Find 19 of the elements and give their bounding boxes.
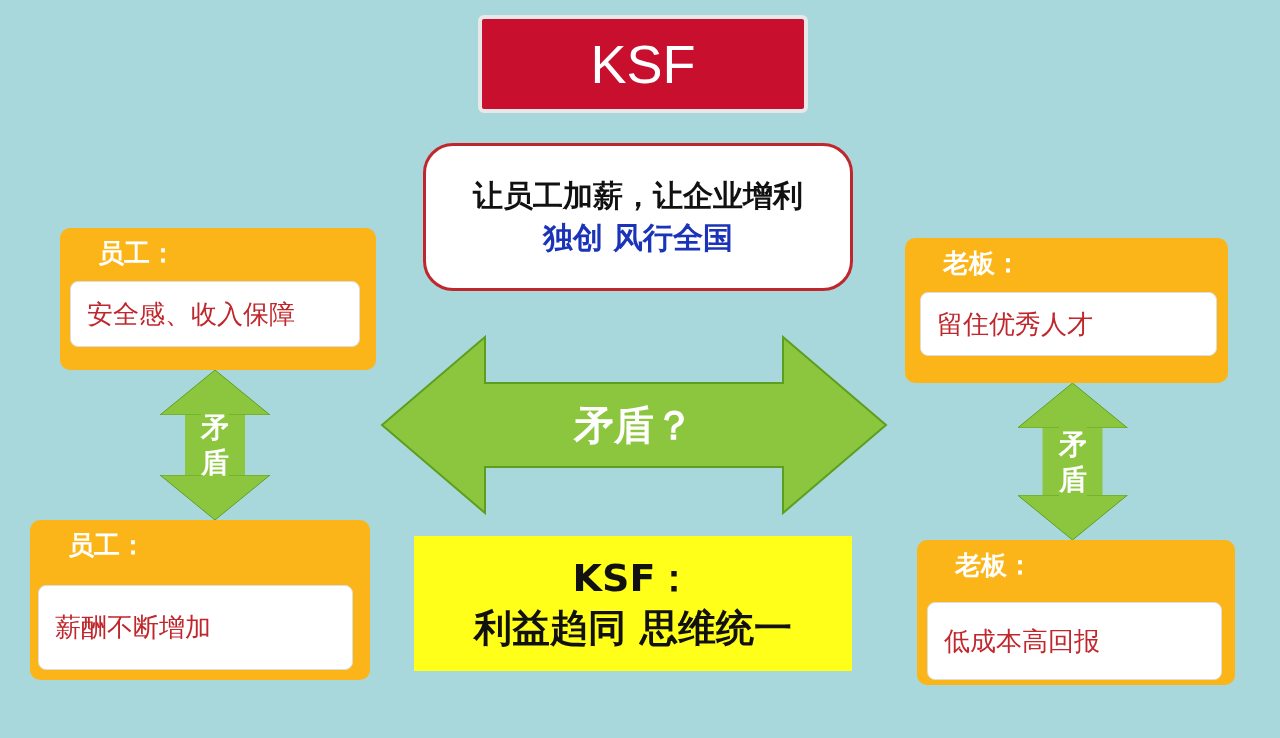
card-heading: 员工： <box>68 529 146 562</box>
slogan-box: 让员工加薪，让企业增利 独创 风行全国 <box>423 143 853 291</box>
title-box: KSF <box>478 15 808 113</box>
text-box: 低成本高回报 <box>927 602 1222 680</box>
card-panel <box>905 238 1228 383</box>
arrow-label: 矛盾？ <box>574 400 694 450</box>
card-panel <box>60 228 376 370</box>
card-heading: 老板： <box>943 247 1021 280</box>
text-box: 薪酬不断增加 <box>38 585 353 670</box>
double-arrow <box>1017 382 1128 541</box>
highlight-box: KSF： 利益趋同 思维统一 <box>414 536 852 671</box>
text-box: 留住优秀人才 <box>920 292 1217 356</box>
card-heading: 老板： <box>955 549 1033 582</box>
text-box: 安全感、收入保障 <box>70 281 360 347</box>
card-heading: 员工： <box>98 237 176 270</box>
card-panel <box>917 540 1235 685</box>
card-panel <box>30 520 370 680</box>
double-arrow <box>159 369 271 521</box>
edge-label: 矛盾 <box>1058 426 1087 497</box>
